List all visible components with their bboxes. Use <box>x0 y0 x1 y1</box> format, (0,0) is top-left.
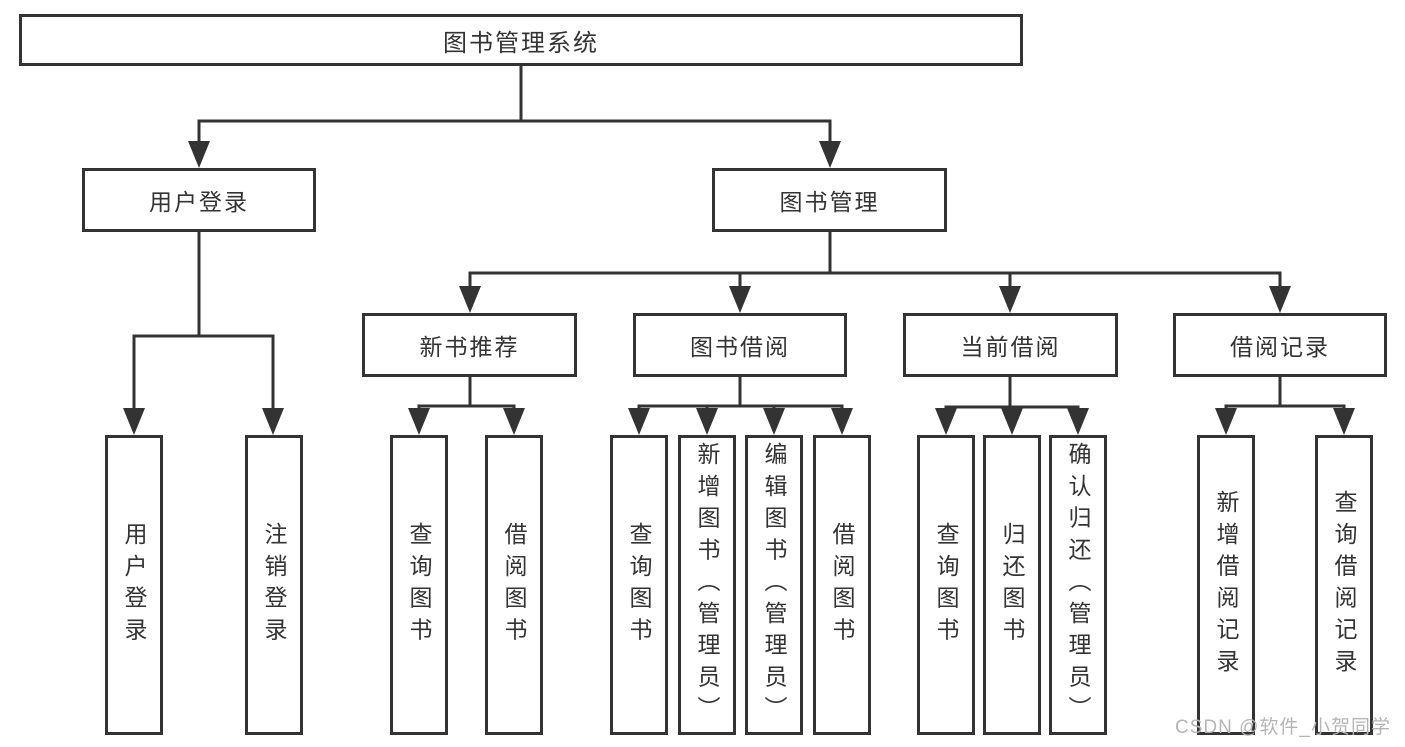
node-current-borrowing: 当前借阅 <box>903 313 1118 377</box>
leaf-user-login: 用户登录 <box>105 435 163 735</box>
connector-lines <box>132 66 1346 412</box>
node-user-login: 用户登录 <box>82 168 316 232</box>
csdn-watermark: CSDN @软件_小贺同学 <box>1175 717 1391 738</box>
connector-arrowheads <box>123 141 1355 435</box>
leaf-borrowing-borrow-books: 借阅图书 <box>813 435 871 735</box>
node-book-borrowing: 图书借阅 <box>633 313 847 377</box>
leaf-current-query-books: 查询图书 <box>917 435 975 735</box>
leaf-recommend-borrow-books: 借阅图书 <box>485 435 543 735</box>
node-borrow-records: 借阅记录 <box>1173 313 1387 377</box>
node-book-management: 图书管理 <box>712 168 947 232</box>
leaf-borrowing-edit-books-admin: 编辑图书（管理员） <box>745 435 803 735</box>
leaf-borrowing-query-books: 查询图书 <box>610 435 668 735</box>
leaf-records-query-record: 查询借阅记录 <box>1315 435 1373 735</box>
node-system-root: 图书管理系统 <box>19 14 1023 66</box>
leaf-current-confirm-return-admin: 确认归还（管理员） <box>1049 435 1107 735</box>
leaf-records-add-record: 新增借阅记录 <box>1197 435 1255 735</box>
leaf-borrowing-add-books-admin: 新增图书（管理员） <box>678 435 736 735</box>
leaf-recommend-query-books: 查询图书 <box>390 435 448 735</box>
leaf-current-return-books: 归还图书 <box>983 435 1041 735</box>
leaf-logout: 注销登录 <box>245 435 303 735</box>
node-new-book-recommend: 新书推荐 <box>362 313 577 377</box>
